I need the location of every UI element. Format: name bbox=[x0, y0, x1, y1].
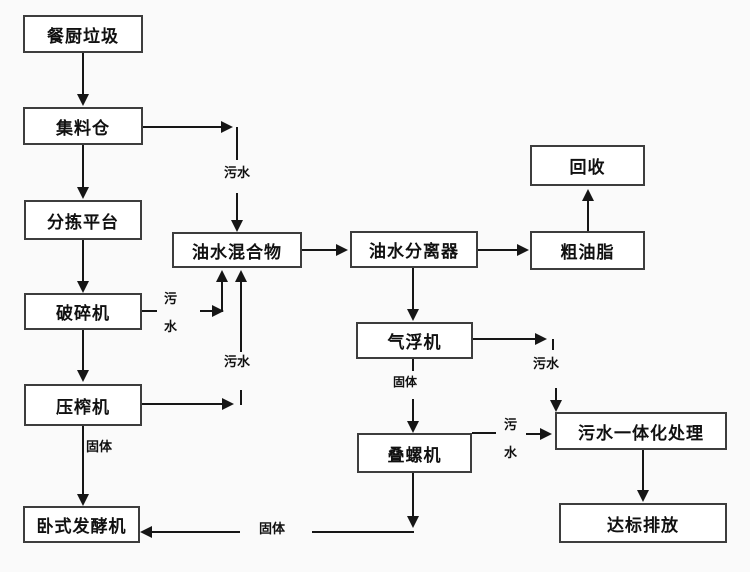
node-recycle: 回收 bbox=[530, 145, 645, 186]
edge-line bbox=[312, 531, 414, 533]
edge-line bbox=[142, 310, 157, 312]
edge-line bbox=[555, 388, 557, 400]
edge-line bbox=[236, 193, 238, 220]
node-label: 气浮机 bbox=[387, 333, 442, 353]
arrowhead-down bbox=[407, 516, 419, 528]
edge-line bbox=[472, 432, 496, 434]
node-screw-press: 叠螺机 bbox=[357, 433, 472, 473]
edge-line bbox=[143, 126, 221, 128]
arrowhead-down bbox=[77, 494, 89, 506]
arrowhead-down bbox=[550, 400, 562, 412]
arrowhead-up bbox=[582, 189, 594, 201]
edge-line bbox=[412, 473, 414, 516]
edge-line bbox=[142, 403, 222, 405]
node-sorting-platform: 分拣平台 bbox=[24, 200, 142, 240]
flow-label-sewage: 污水 bbox=[533, 357, 560, 374]
node-integrated-sewage-treatment: 污水一体化处理 bbox=[555, 412, 727, 450]
node-label: 卧式发酵机 bbox=[36, 517, 127, 537]
arrowhead-right bbox=[336, 244, 348, 256]
flow-label-solid: 固体 bbox=[86, 440, 113, 457]
node-label: 压榨机 bbox=[56, 397, 110, 418]
edge-line bbox=[82, 426, 84, 494]
arrowhead-down bbox=[407, 309, 419, 321]
node-label: 分拣平台 bbox=[47, 212, 119, 233]
edge-line bbox=[152, 531, 240, 533]
arrowhead-up bbox=[216, 270, 228, 282]
node-label: 达标排放 bbox=[607, 515, 679, 536]
arrowhead-down bbox=[407, 421, 419, 433]
arrowhead-down bbox=[77, 187, 89, 199]
node-label: 回收 bbox=[569, 158, 606, 178]
edge-line bbox=[473, 338, 535, 340]
edge-line bbox=[200, 310, 212, 312]
arrowhead-right bbox=[535, 333, 547, 345]
arrowhead-down bbox=[231, 220, 243, 232]
node-oil-water-mixture: 油水混合物 bbox=[172, 232, 302, 268]
edge-line bbox=[240, 390, 242, 405]
node-air-flotation: 气浮机 bbox=[356, 322, 473, 359]
node-horizontal-fermenter: 卧式发酵机 bbox=[23, 506, 140, 543]
node-label: 集料仓 bbox=[56, 118, 110, 139]
flow-label-solid: 固体 bbox=[259, 522, 286, 539]
flow-label-sewage: 污水 bbox=[224, 355, 251, 372]
edge-line bbox=[412, 399, 414, 421]
edge-line bbox=[552, 339, 554, 350]
edge-line bbox=[82, 145, 84, 187]
arrowhead-right bbox=[540, 428, 552, 440]
arrowhead-down bbox=[77, 281, 89, 293]
node-crusher: 破碎机 bbox=[24, 293, 142, 330]
node-label: 粗油脂 bbox=[560, 243, 615, 263]
flow-label-sewage: 污 水 bbox=[164, 286, 178, 342]
node-label: 油水分离器 bbox=[369, 242, 459, 262]
arrowhead-right bbox=[222, 398, 234, 410]
node-kitchen-waste: 餐厨垃圾 bbox=[23, 15, 143, 53]
edge-line bbox=[478, 249, 517, 251]
flow-label-sewage: 污 水 bbox=[504, 412, 518, 468]
edge-line bbox=[82, 330, 84, 370]
node-label: 油水混合物 bbox=[192, 242, 282, 263]
arrowhead-down bbox=[77, 370, 89, 382]
node-collection-bin: 集料仓 bbox=[23, 107, 143, 145]
node-label: 餐厨垃圾 bbox=[47, 26, 119, 47]
flow-label-solid: 固体 bbox=[393, 375, 418, 390]
arrowhead-right bbox=[517, 244, 529, 256]
node-label: 叠螺机 bbox=[387, 445, 442, 466]
edge-line bbox=[642, 450, 644, 490]
edge-line bbox=[236, 127, 238, 160]
node-crude-grease: 粗油脂 bbox=[530, 231, 645, 270]
edge-line bbox=[221, 282, 223, 312]
edge-line bbox=[82, 240, 84, 281]
node-oil-water-separator: 油水分离器 bbox=[350, 231, 478, 268]
node-label: 污水一体化处理 bbox=[578, 423, 704, 444]
edge-line bbox=[412, 268, 414, 309]
arrowhead-up bbox=[235, 270, 247, 282]
edge-line bbox=[82, 53, 84, 94]
node-standard-discharge: 达标排放 bbox=[559, 503, 727, 543]
arrowhead-down bbox=[77, 94, 89, 106]
node-press: 压榨机 bbox=[24, 384, 142, 426]
edge-line bbox=[526, 433, 540, 435]
arrowhead-left bbox=[140, 526, 152, 538]
edge-line bbox=[302, 249, 336, 251]
edge-line bbox=[412, 359, 414, 371]
edge-line bbox=[240, 282, 242, 352]
flow-label-sewage: 污水 bbox=[224, 166, 251, 183]
arrowhead-right bbox=[221, 121, 233, 133]
arrowhead-down bbox=[637, 490, 649, 502]
edge-line bbox=[587, 201, 589, 231]
node-label: 破碎机 bbox=[56, 304, 110, 324]
